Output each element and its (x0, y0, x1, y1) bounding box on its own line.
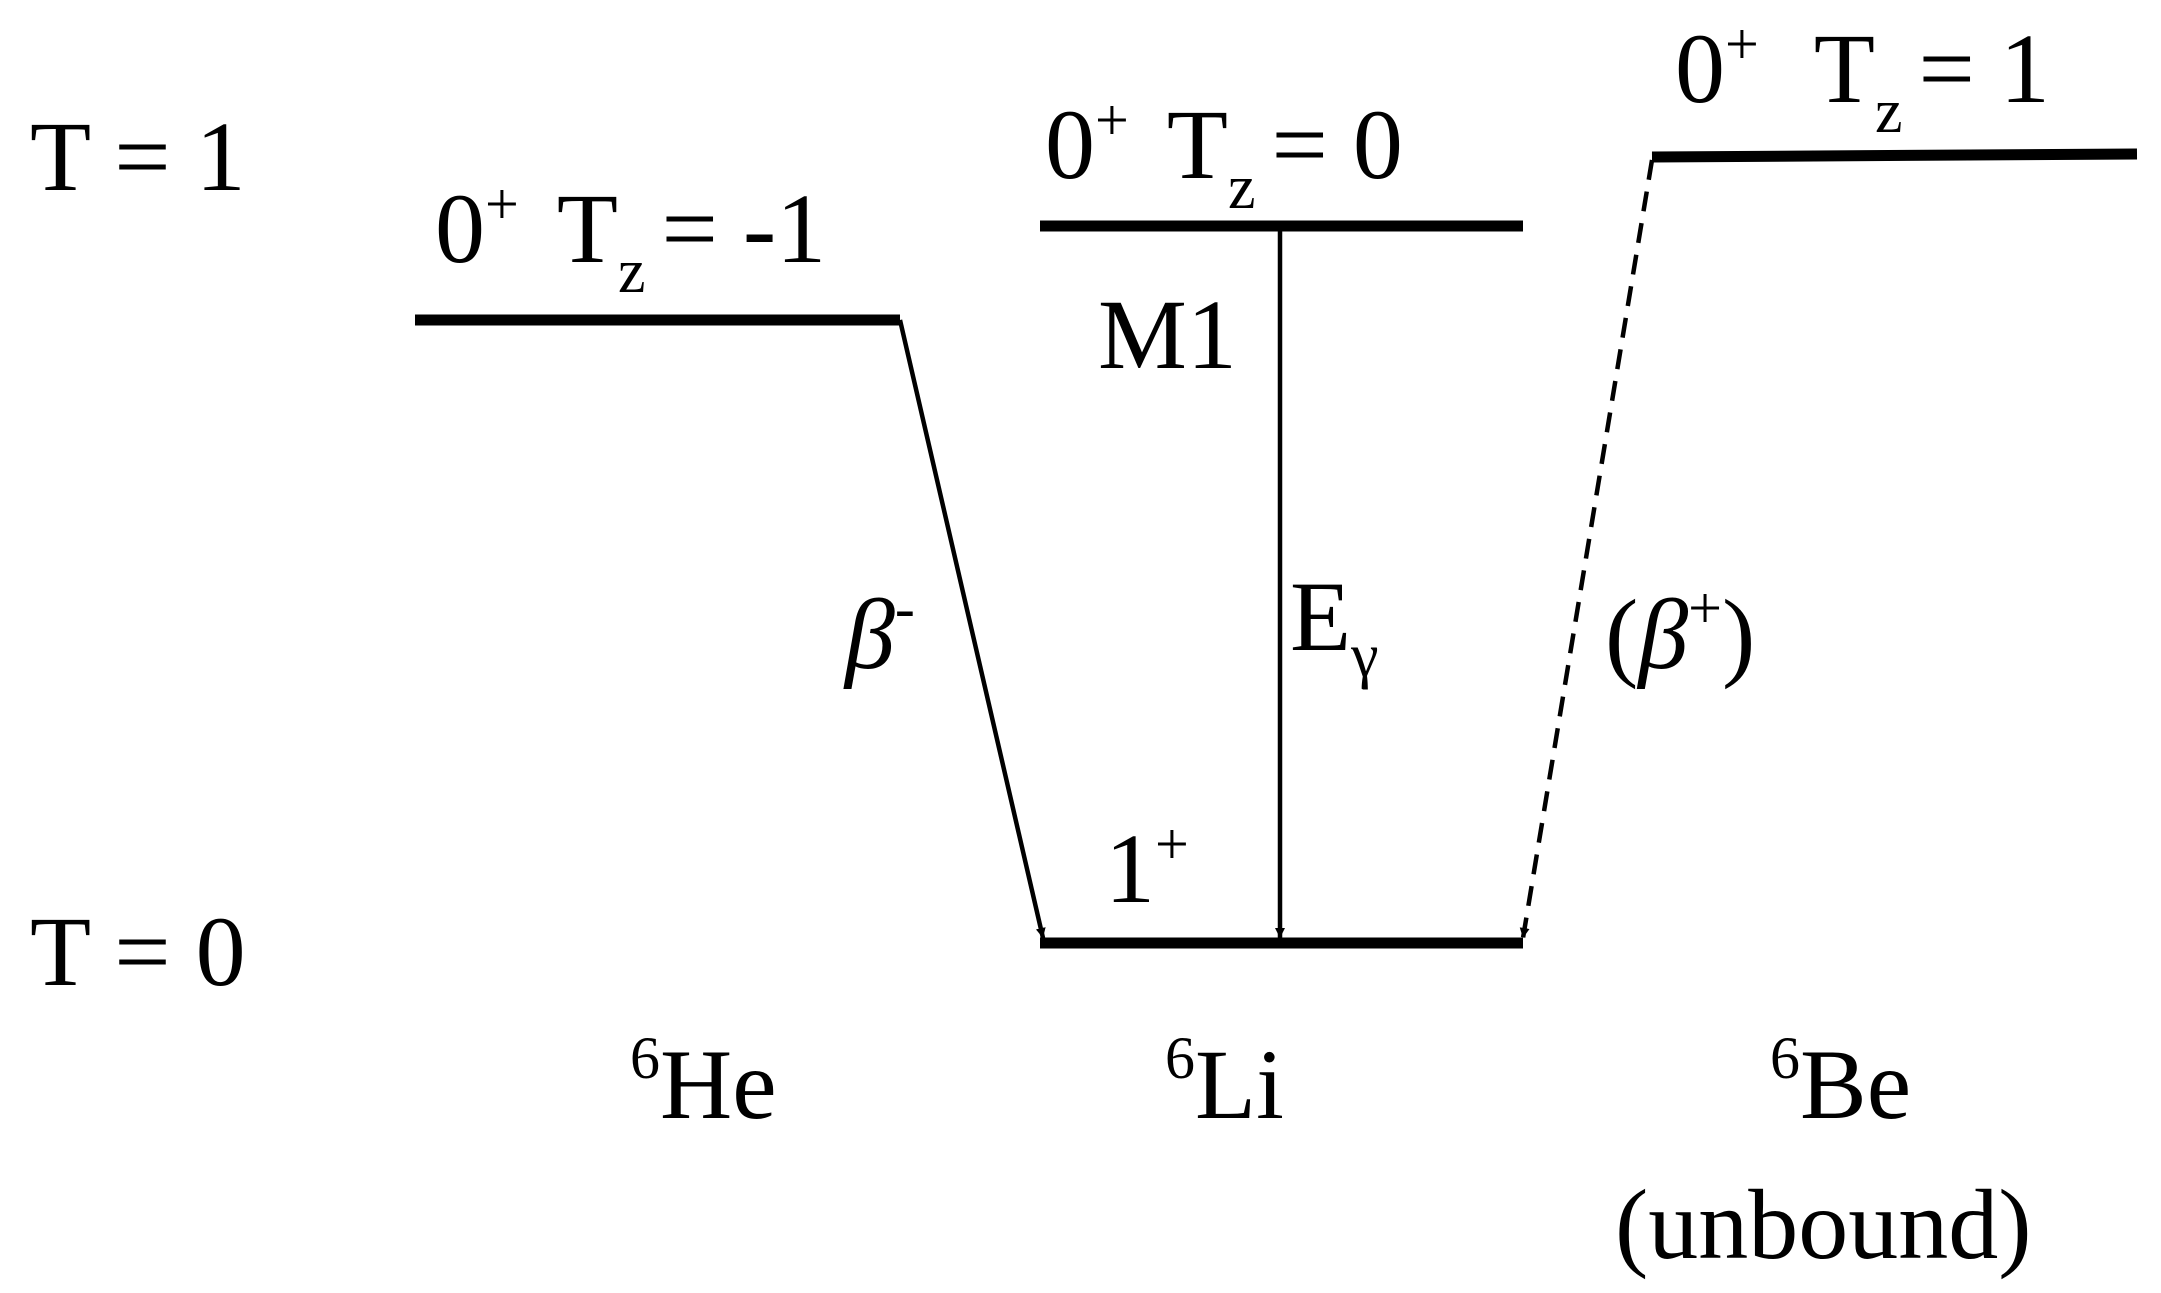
be6-unbound-note: (unbound) (1615, 1169, 2032, 1280)
isospin-t0-label: T = 0 (30, 896, 246, 1007)
beta-minus-arrow (897, 319, 1046, 939)
be6-ground-level (1651, 148, 2138, 163)
he6-level-label: 0+Tz= -1 (435, 171, 826, 306)
be6-level-label: 0+Tz= 1 (1675, 11, 2050, 146)
gamma-energy-label: Eγ (1290, 561, 1379, 690)
be6-nucleus-label: 6Be (1770, 1025, 1911, 1140)
beta-plus-label: (β+) (1605, 575, 1755, 690)
beta-minus-label: β- (843, 575, 915, 690)
isospin-t1-label: T = 1 (30, 101, 246, 212)
m1-multipolarity-label: M1 (1098, 279, 1237, 390)
beta-plus-dashed-arrow (1519, 159, 1655, 939)
li6-nucleus-label: 6Li (1165, 1025, 1284, 1140)
he6-nucleus-label: 6He (630, 1025, 777, 1140)
li6-ground-level-label: 1+ (1105, 811, 1189, 924)
li6-excited-level-label: 0+Tz= 0 (1045, 87, 1403, 222)
